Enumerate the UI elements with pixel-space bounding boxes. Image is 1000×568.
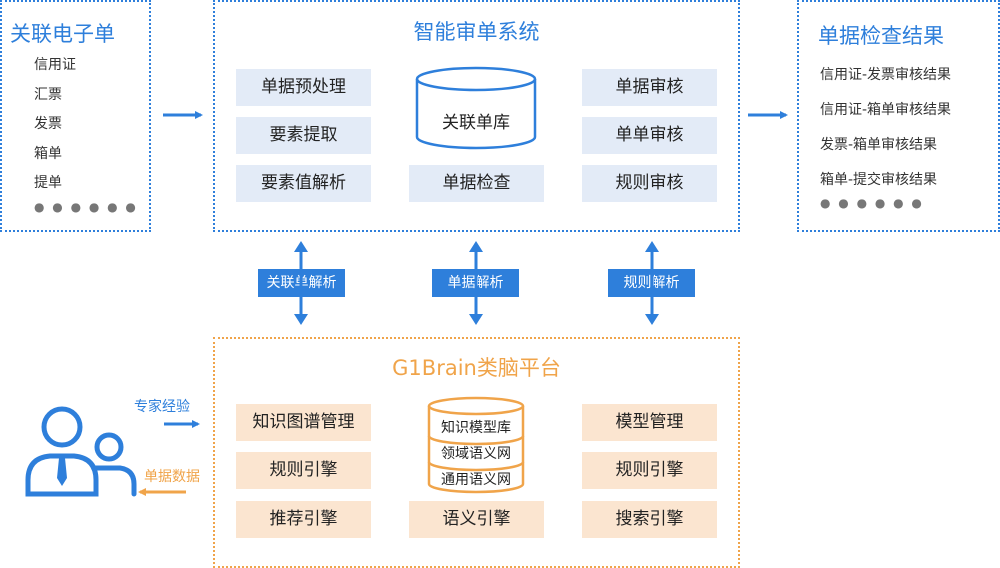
element-parse-box: 要素值解析 — [236, 165, 371, 202]
database-icon — [415, 66, 537, 150]
list-item: 信用证-发票审核结果 — [820, 67, 952, 83]
doc-audit-box: 单据审核 — [582, 69, 717, 106]
recommend-engine-box: 推荐引擎 — [236, 501, 371, 538]
element-extract-box: 要素提取 — [236, 117, 371, 154]
doc-check-box: 单据检查 — [409, 165, 544, 202]
kg-manage-box: 知识图谱管理 — [236, 404, 371, 441]
more-indicator: ● ● ● ● ● ● — [820, 196, 924, 210]
check-results-title: 单据检查结果 — [818, 24, 944, 48]
rule-audit-box: 规则审核 — [582, 165, 717, 202]
doc-data-label: 单据数据 — [144, 469, 200, 485]
db-layer-label: 领域语义网 — [441, 446, 511, 462]
list-item: 发票-箱单审核结果 — [820, 137, 938, 153]
rule-engine-box: 规则引擎 — [236, 452, 371, 489]
model-manage-box: 模型管理 — [582, 404, 717, 441]
list-item: 箱单-提交审核结果 — [820, 172, 938, 188]
brain-platform-panel — [213, 337, 740, 568]
db-layer-label: 通用语义网 — [441, 472, 511, 488]
audit-system-panel — [213, 0, 740, 232]
rule-engine-box: 规则引擎 — [582, 452, 717, 489]
list-item: 箱单 — [34, 145, 62, 162]
user-group-icon — [25, 406, 137, 497]
related-docs-panel — [0, 0, 151, 232]
list-item: 信用证 — [34, 57, 76, 73]
brain-platform-title: G1Brain类脑平台 — [392, 356, 561, 380]
more-indicator: ● ● ● ● ● ● — [34, 200, 138, 214]
tie-icon — [57, 458, 67, 486]
check-results-panel — [797, 0, 1000, 232]
check-results-list: 信用证-发票审核结果 信用证-箱单审核结果 发票-箱单审核结果 箱单-提交审核结… — [820, 58, 951, 198]
related-docs-list: 信用证 汇票 发票 箱单 提单 — [34, 51, 76, 199]
audit-system-title: 智能审单系统 — [413, 20, 540, 44]
list-item: 信用证-箱单审核结果 — [820, 102, 952, 118]
search-engine-box: 搜索引擎 — [582, 501, 717, 538]
cross-doc-audit-box: 单单审核 — [582, 117, 717, 154]
list-item: 发票 — [34, 116, 62, 132]
bidirectional-arrow — [645, 241, 659, 325]
list-item: 提单 — [34, 175, 62, 191]
expert-experience-label: 专家经验 — [134, 399, 190, 415]
bidirectional-arrow — [469, 241, 483, 325]
related-db-label: 关联单库 — [442, 113, 510, 133]
knowledge-db-icon — [427, 396, 525, 494]
preprocess-box: 单据预处理 — [236, 69, 371, 106]
semantic-engine-box: 语义引擎 — [409, 501, 544, 538]
db-layer-label: 知识模型库 — [441, 420, 511, 436]
bidirectional-arrow — [294, 241, 308, 325]
related-docs-title: 关联电子单 — [10, 22, 115, 46]
list-item: 汇票 — [34, 86, 62, 103]
